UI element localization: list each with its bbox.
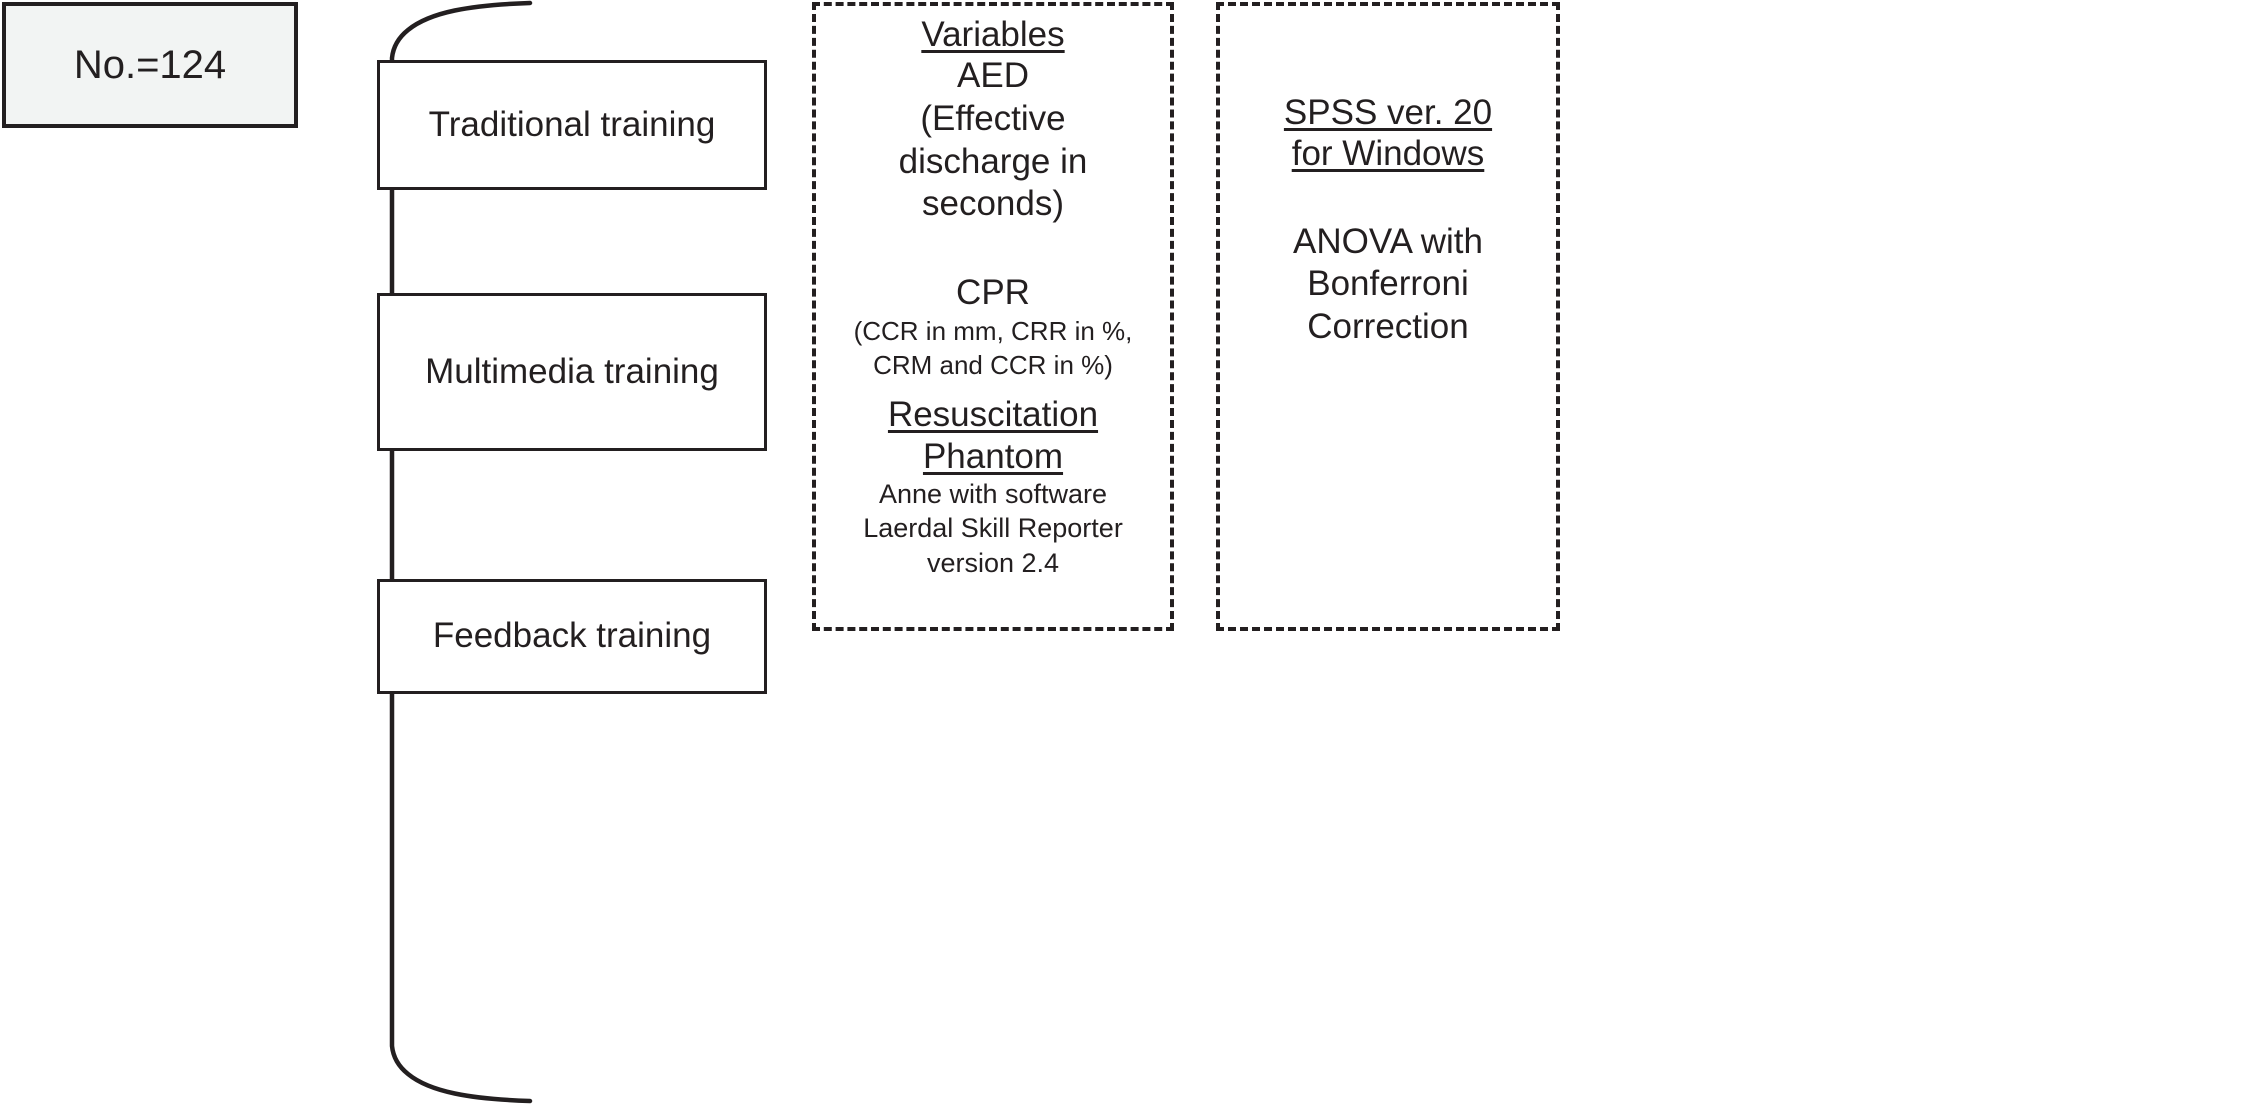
training-arm-multimedia: Multimedia training — [377, 293, 767, 451]
training-arm-label: Multimedia training — [425, 351, 719, 391]
variable-aed-detail-line-2: discharge in — [898, 141, 1088, 181]
phantom-detail-line-2: Laerdal Skill Reporter — [863, 513, 1123, 544]
variable-aed-detail-line-1: (Effective — [920, 98, 1066, 138]
variable-cpr-detail-line-1: (CCR in mm, CRR in %, — [853, 315, 1133, 346]
cohort-size-label: No.=124 — [73, 43, 227, 87]
phantom-heading-line-2: Phantom — [922, 436, 1064, 476]
cohort-size-box: No.=124 — [2, 2, 298, 128]
training-arm-feedback: Feedback training — [377, 579, 767, 694]
variable-aed-title: AED — [957, 56, 1029, 96]
training-arm-label: Feedback training — [432, 616, 712, 656]
training-arm-traditional: Traditional training — [377, 60, 767, 190]
phantom-detail-line-1: Anne with software — [878, 478, 1108, 509]
variable-aed-detail-line-3: seconds) — [921, 184, 1065, 224]
variable-cpr-title: CPR — [956, 273, 1030, 313]
analysis-method-line-1: ANOVA with — [1293, 221, 1483, 261]
panel-spacer — [1234, 14, 1542, 92]
phantom-detail-line-3: version 2.4 — [926, 548, 1060, 579]
variables-heading: Variables — [921, 15, 1065, 54]
analysis-software-line-1: SPSS ver. 20 — [1283, 93, 1493, 132]
analysis-panel: SPSS ver. 20 for Windows ANOVA with Bonf… — [1216, 2, 1560, 631]
training-arm-label: Traditional training — [428, 104, 716, 144]
panel-spacer — [830, 226, 1156, 272]
analysis-method-line-3: Correction — [1307, 306, 1469, 346]
analysis-software-line-2: for Windows — [1291, 134, 1485, 174]
variables-panel: Variables AED (Effective discharge in se… — [812, 2, 1174, 631]
panel-spacer — [830, 382, 1156, 394]
phantom-heading-line-1: Resuscitation — [887, 395, 1099, 435]
analysis-method-line-2: Bonferroni — [1307, 264, 1469, 304]
panel-spacer — [1234, 175, 1542, 221]
variable-cpr-detail-line-2: CRM and CCR in %) — [873, 349, 1113, 380]
